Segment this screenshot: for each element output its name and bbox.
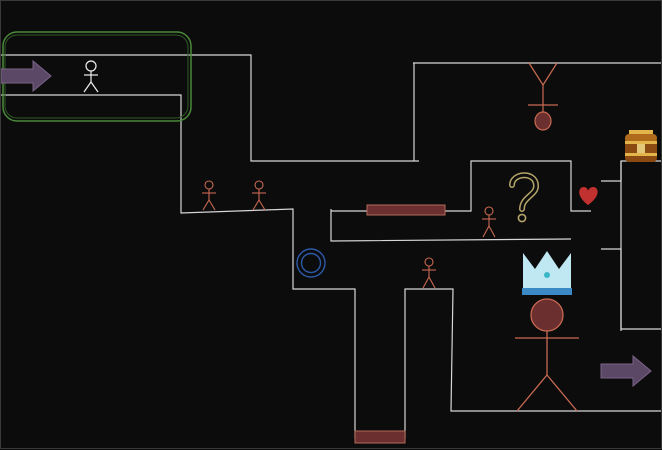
moving-platform[interactable] [366,204,446,216]
pit-platform[interactable] [354,430,406,444]
enemy-stick-figure[interactable] [252,180,266,211]
wall-segment [331,160,591,212]
portal-ring-icon[interactable] [296,248,326,278]
entry-arrow-icon [1,59,52,93]
crown-icon[interactable] [522,251,572,295]
enemy-stick-figure[interactable] [202,180,216,211]
wall-segment [1,94,356,439]
player-stick-figure[interactable] [83,60,99,93]
wall-segment [601,160,661,182]
treasure-chest-icon[interactable] [625,130,657,162]
wall-segment [330,209,572,242]
question-mark-icon[interactable] [509,172,539,223]
enemy-stick-figure[interactable] [422,257,436,289]
hanging-trap-icon[interactable] [528,62,558,131]
boss-stick-figure[interactable] [515,298,579,412]
wall-segment [601,248,661,330]
wall-segment [1,54,419,162]
wall-segment [404,288,661,439]
level-walls [1,54,661,439]
enemy-stick-figure[interactable] [482,206,496,238]
heart-icon[interactable] [579,187,598,205]
exit-arrow-icon[interactable] [600,354,652,388]
